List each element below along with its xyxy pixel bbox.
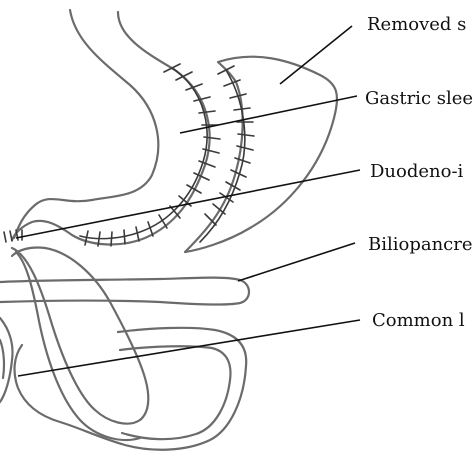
label-duodeno-ileostomy: Duodeno-i	[370, 161, 464, 182]
leader-gastric-sleeve	[179, 95, 358, 134]
sleeve-staple-marks	[84, 63, 221, 247]
sleeve-staple-line-main	[79, 67, 208, 240]
esophagus-and-sleeve-left-wall	[12, 8, 160, 240]
removed-stomach-staple-marks	[204, 65, 255, 226]
leader-biliopancreatic-limb	[237, 242, 356, 282]
leader-duodeno-ileostomy	[15, 169, 361, 239]
alimentary-limb-inner	[14, 250, 142, 442]
labels: Removed s Gastric slee Duodeno-i Biliopa…	[365, 14, 473, 331]
removed-stomach-outline	[183, 55, 339, 254]
label-common-limb: Common l	[372, 310, 465, 331]
leader-lines	[15, 25, 361, 377]
duodeno-ileal-anastomosis-marks	[3, 229, 23, 243]
alimentary-limb-loop	[10, 246, 150, 425]
label-gastric-sleeve: Gastric slee	[365, 88, 473, 109]
label-biliopancreatic-limb: Biliopancre	[368, 234, 473, 255]
anatomy-drawing	[0, 8, 339, 451]
leader-common-limb	[17, 319, 361, 377]
common-limb-lower	[13, 326, 248, 451]
removed-stomach-staple-line	[199, 69, 246, 243]
leader-removed-stomach	[279, 25, 353, 85]
common-limb-lower-inner	[118, 345, 232, 441]
esophagus-and-sleeve-right-wall	[10, 10, 211, 246]
biliopancreatic-limb-upper	[0, 276, 251, 306]
common-limb-left-loop	[0, 316, 14, 404]
label-removed-stomach: Removed s	[367, 14, 466, 35]
common-limb-left-loop-inner	[0, 338, 6, 380]
